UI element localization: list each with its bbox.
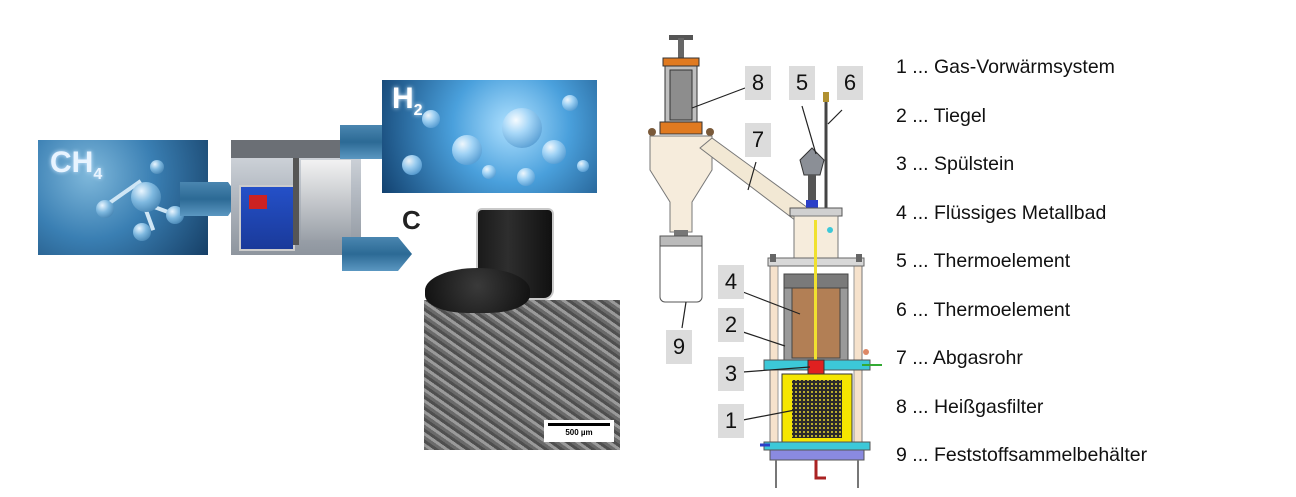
legend-item-8: 8 ... Heißgasfilter xyxy=(896,395,1044,418)
callout-6: 6 xyxy=(837,66,863,100)
reactor-schematic xyxy=(648,35,882,488)
reactor-setup-photo xyxy=(231,140,361,255)
callout-2: 2 xyxy=(718,308,744,342)
legend-item-7: 7 ... Abgasrohr xyxy=(896,347,1023,369)
legend-item-1: 1 ... Gas-Vorwärmsystem xyxy=(896,56,1115,78)
legend-item-6: 6 ... Thermoelement xyxy=(896,298,1071,321)
hydrogen-molecules-image: H2 xyxy=(382,80,597,193)
callout-8: 8 xyxy=(745,66,771,100)
callout-1: 1 xyxy=(718,404,744,438)
callout-5: 5 xyxy=(789,66,815,100)
carbon-sem-micrograph: 500 µm xyxy=(424,300,620,450)
methane-molecule-image: CH4 xyxy=(38,140,208,255)
component-legend: 1 ... Gas-Vorwärmsystem 2 ... Tiegel 3 .… xyxy=(896,52,1147,489)
hydrogen-label: H2 xyxy=(392,82,423,119)
legend-item-4: 4 ... Flüssiges Metallbad xyxy=(896,201,1107,224)
legend-item-2: 2 ... Tiegel xyxy=(896,104,987,127)
legend-item-9: 9 ... Feststoffsammelbehälter xyxy=(896,444,1148,466)
callout-7: 7 xyxy=(745,123,771,157)
process-arrow-icon xyxy=(180,182,240,216)
scale-bar: 500 µm xyxy=(544,420,614,442)
carbon-powder-pile xyxy=(425,268,530,313)
callout-4: 4 xyxy=(718,265,744,299)
legend-item-5: 5 ... Thermoelement xyxy=(896,250,1071,272)
process-arrow-icon xyxy=(342,237,412,271)
callout-3: 3 xyxy=(718,357,744,391)
legend-item-3: 3 ... Spülstein xyxy=(896,153,1015,175)
carbon-label: C xyxy=(402,205,421,235)
methane-label: CH4 xyxy=(50,146,103,183)
callout-9: 9 xyxy=(666,330,692,364)
